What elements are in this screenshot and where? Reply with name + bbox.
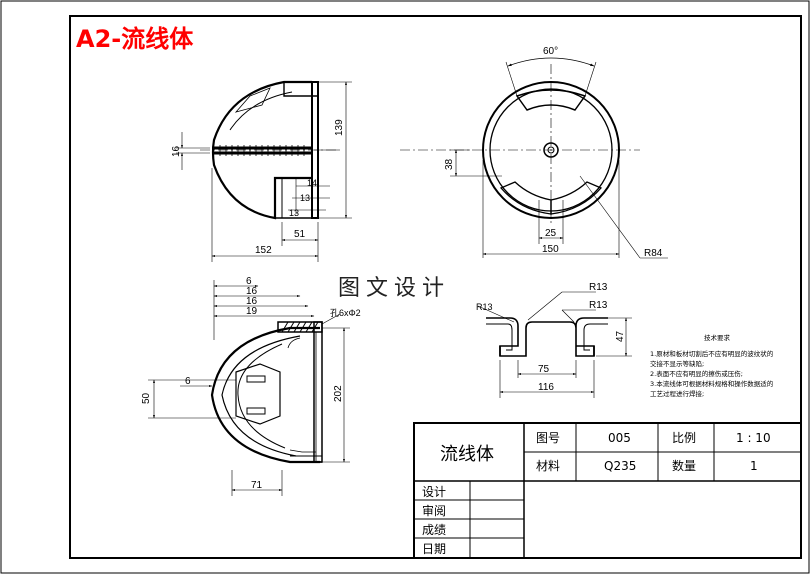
tech-note-line: 1.原材和板材切割后不应有明显的波纹状的 [650,349,774,358]
dim-sec-202: 202 [333,385,344,402]
dim-sec-50: 50 [141,392,152,404]
dim-sec-16a: 16 [246,286,258,297]
dim-side-150: 150 [542,244,559,255]
dim-sec-6: 6 [246,276,252,287]
drawing-no-label: 图号 [536,431,560,445]
dim-front-13b: 13 [289,208,299,218]
tech-notes-heading: 技术要求 [704,333,731,342]
front-view [176,80,352,262]
dim-prof-47: 47 [615,330,626,342]
dim-side-r84: R84 [644,248,663,259]
tech-note-line: 工艺过程进行焊接; [650,389,704,398]
dim-side-60: 60° [543,46,558,57]
dim-front-152: 152 [255,245,272,256]
dim-sec-16b: 16 [246,296,258,307]
dim-prof-116: 116 [538,382,554,393]
dim-prof-r13a: R13 [476,302,493,312]
material-value: Q235 [604,459,636,473]
tech-note-line: 3.本流线体可根据材料规格和操作数据适的 [650,379,774,388]
tech-note-line: 交接不显示等缺陷; [650,359,704,368]
part-name: 流线体 [440,444,494,465]
dim-front-51: 51 [294,229,306,240]
material-label: 材料 [536,459,560,473]
watermark: 图文设计 [338,276,450,301]
side-view [400,57,668,259]
sheet-title: A2-流线体 [76,25,194,53]
title-block [413,422,802,559]
watermark-bg [333,270,481,302]
dim-front-14: 14 [307,178,317,188]
quantity-label: 数量 [672,458,696,473]
profile-view [477,291,632,398]
dim-prof-r13c: R13 [589,300,608,311]
design-label: 设计 [422,485,446,499]
dim-prof-r13b: R13 [589,282,608,293]
scale-label: 比例 [672,431,696,445]
dim-front-16: 16 [171,145,182,157]
technical-notes: 技术要求 1.原材和板材切割后不应有明显的波纹状的 交接不显示等缺陷; 2.表面… [650,333,774,398]
dim-side-38: 38 [444,158,455,170]
dim-side-25: 25 [545,228,557,239]
dim-sec-19: 19 [246,306,258,317]
scale-value: 1 : 10 [736,431,771,445]
dim-prof-75: 75 [538,364,550,375]
review-label: 审阅 [422,503,446,518]
quantity-value: 1 [750,459,758,473]
drawing-no: 005 [608,431,631,445]
grade-label: 成绩 [422,523,446,537]
tech-note-line: 2.表面不应有明显的擦伤或压伤; [650,369,743,378]
dim-sec-6b: 6 [185,376,191,387]
dim-sec-hole: 孔6xΦ2 [330,308,361,318]
section-view [148,280,350,496]
dim-front-13a: 13 [300,193,310,203]
date-label: 日期 [422,542,446,556]
dim-front-139: 139 [334,119,345,136]
dim-sec-71: 71 [251,480,263,491]
